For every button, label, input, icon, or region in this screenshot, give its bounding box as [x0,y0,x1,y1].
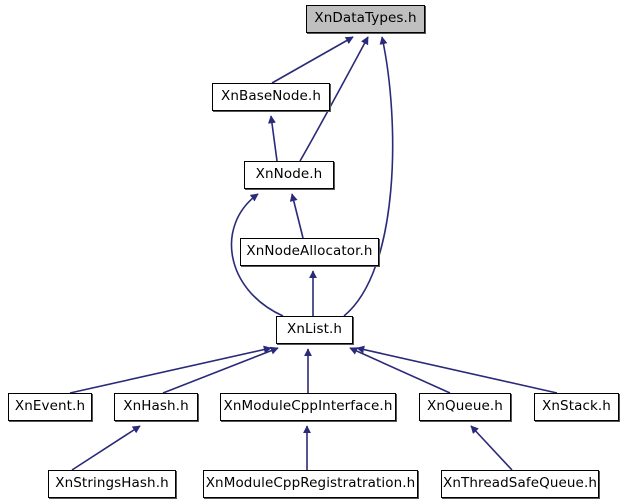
node-xnmodcppiface[interactable]: XnModuleCppInterface.h [220,393,396,421]
node-label: XnNode.h [255,166,323,183]
node-xnnode[interactable]: XnNode.h [244,161,334,189]
node-label: XnStack.h [542,398,611,415]
node-xndatatypes[interactable]: XnDataTypes.h [306,5,425,33]
node-label: XnList.h [286,321,343,338]
node-xnstringshash[interactable]: XnStringsHash.h [48,470,176,498]
node-xnstack[interactable]: XnStack.h [534,393,619,421]
node-label: XnStringsHash.h [55,475,169,492]
node-label: XnModuleCppRegistratration.h [205,475,416,492]
node-xnevent[interactable]: XnEvent.h [8,393,92,421]
node-label: XnNodeAllocator.h [246,243,373,260]
node-label: XnThreadSafeQueue.h [443,475,598,492]
node-xnbasenode[interactable]: XnBaseNode.h [212,83,330,111]
edge-xnstringshash-to-xnhash [71,425,141,471]
node-xnnodealloc[interactable]: XnNodeAllocator.h [240,238,379,266]
edge-xnbasenode-to-xndatatypes [271,36,354,84]
node-label: XnBaseNode.h [221,88,321,105]
edge-xnqueue-to-xnlist [349,347,451,394]
node-xnqueue[interactable]: XnQueue.h [419,393,511,421]
edge-xnhash-to-xnlist [162,346,279,394]
edge-xnthreadsafeq-to-xnqueue [470,425,513,471]
node-xnhash[interactable]: XnHash.h [114,393,198,421]
edge-xnnode-to-xnbasenode [267,115,278,162]
edge-xnstack-to-xnlist [356,345,558,394]
node-label: XnModuleCppInterface.h [223,398,393,415]
edge-xnevent-to-xnlist [69,345,272,394]
node-xnmodcppreg[interactable]: XnModuleCppRegistratration.h [203,470,418,498]
node-label: XnEvent.h [14,398,86,415]
node-xnlist[interactable]: XnList.h [276,316,353,344]
node-label: XnQueue.h [427,398,503,415]
node-xnthreadsafeq[interactable]: XnThreadSafeQueue.h [441,470,599,498]
edge-xnlist-to-xndatatypes [343,36,394,317]
node-label: XnDataTypes.h [314,10,417,27]
node-label: XnHash.h [123,398,189,415]
edge-xnnodealloc-to-xnnode [289,193,304,239]
